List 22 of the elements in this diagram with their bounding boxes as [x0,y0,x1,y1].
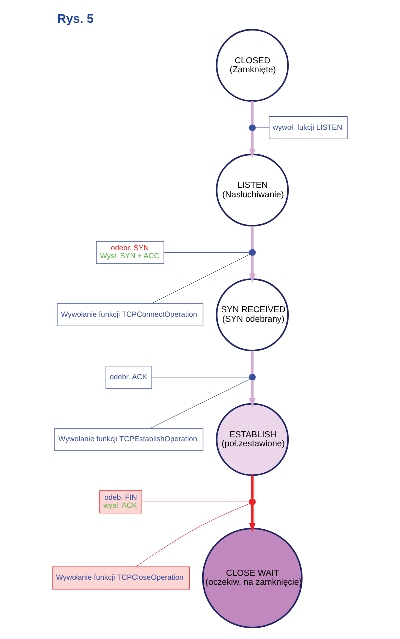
node-circle: CLOSED (Zamknięte) [216,29,290,102]
node-circle: SYN RECEIVED (SYN odebrany) [216,278,290,352]
connector [251,101,254,125]
node-circle [249,498,256,506]
connector [251,350,254,374]
connector [251,226,254,250]
diagram-title: Rys. 5 [57,12,94,26]
connector [151,254,250,304]
node-circle: ESTABLISH (poł.zestawione) [216,403,290,476]
arrow [249,256,256,284]
arrow [249,131,256,158]
node-circle [249,124,256,132]
arrow [249,505,256,532]
connector [136,504,250,568]
connector [251,476,254,499]
node-circle [249,374,256,381]
connector [150,379,250,429]
connector [152,377,250,378]
connector [164,252,250,253]
arrow [249,380,256,408]
node-circle: LISTEN (Nasłuchiwanie) [216,154,290,227]
node-circle [249,249,256,256]
